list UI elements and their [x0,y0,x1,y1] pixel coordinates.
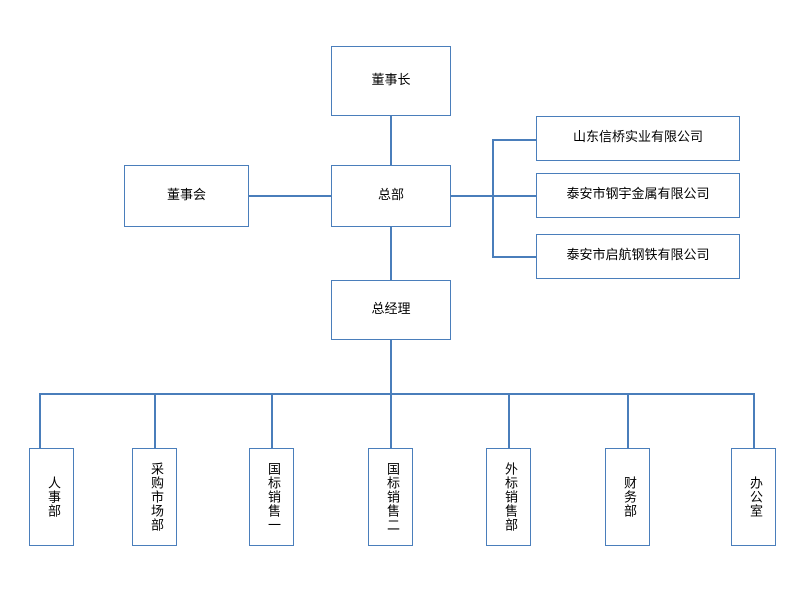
node-board-label: 董事会 [166,187,206,203]
node-headquarters-label: 总部 [377,187,404,203]
connector-subsidiary-1-branch [492,139,536,141]
node-subsidiary-1[interactable]: 山东信桥实业有限公司 [536,116,740,161]
connector-subsidiary-3-branch [492,256,536,258]
node-department-5-label: 外标销售部 [501,462,517,532]
connector-subsidiary-2-branch [492,195,536,197]
node-board[interactable]: 董事会 [124,165,249,227]
node-chairman[interactable]: 董事长 [331,46,451,116]
connector-department-drop-2 [154,393,156,448]
node-department-6[interactable]: 财务部 [605,448,650,546]
node-department-3[interactable]: 国标销售一 [249,448,294,546]
node-subsidiary-1-label: 山东信桥实业有限公司 [572,130,703,146]
node-department-4-label: 国标销售二 [383,462,399,532]
node-subsidiary-3-label: 泰安市启航钢铁有限公司 [566,248,710,264]
node-department-1[interactable]: 人事部 [29,448,74,546]
node-subsidiary-2-label: 泰安市钢宇金属有限公司 [566,187,710,203]
node-department-5[interactable]: 外标销售部 [486,448,531,546]
node-department-7-label: 办公室 [746,476,762,518]
node-subsidiary-2[interactable]: 泰安市钢宇金属有限公司 [536,173,740,218]
connector-department-drop-6 [627,393,629,448]
node-department-2[interactable]: 采购市场部 [132,448,177,546]
node-department-1-label: 人事部 [44,476,60,518]
connector-subsidiary-trunk-vertical [492,139,494,257]
connector-board-to-headquarters [249,195,332,197]
connector-department-drop-4 [390,393,392,448]
connector-department-drop-3 [271,393,273,448]
node-chairman-label: 董事长 [371,72,411,88]
node-general-manager[interactable]: 总经理 [331,280,451,340]
node-department-7[interactable]: 办公室 [731,448,776,546]
connector-department-trunk [39,393,755,395]
node-subsidiary-3[interactable]: 泰安市启航钢铁有限公司 [536,234,740,279]
connector-department-drop-7 [753,393,755,448]
connector-department-drop-5 [508,393,510,448]
connector-general-manager-to-department-trunk [390,340,392,395]
connector-department-drop-1 [39,393,41,448]
node-general-manager-label: 总经理 [371,301,411,317]
node-department-2-label: 采购市场部 [147,462,163,532]
connector-headquarters-to-general-manager [390,226,392,280]
node-headquarters[interactable]: 总部 [331,165,451,227]
node-department-6-label: 财务部 [620,476,636,518]
node-department-4[interactable]: 国标销售二 [368,448,413,546]
node-department-3-label: 国标销售一 [264,462,280,532]
connector-headquarters-to-subsidiary-trunk [450,195,494,197]
connector-chairman-to-headquarters [390,116,392,168]
